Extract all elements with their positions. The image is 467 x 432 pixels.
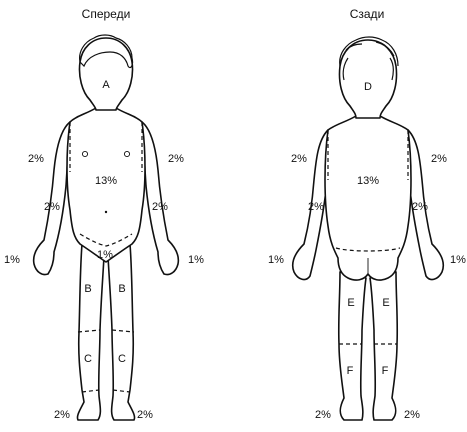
front-upper-arm-right-label: 2% [168, 153, 184, 165]
front-head [79, 38, 132, 110]
back-torso-label: 13% [357, 175, 379, 187]
back-right-leg [370, 272, 397, 420]
front-upper-arm-left-label: 2% [28, 153, 44, 165]
front-left-arm [34, 122, 70, 275]
front-navel [105, 211, 107, 213]
front-figure: Спереди A 13% 2% 2% 2% 2% 1% 1% [4, 7, 204, 421]
front-right-arm [142, 122, 178, 275]
back-forearm-left-label: 2% [308, 201, 324, 213]
front-leg-right-label: C [118, 353, 126, 365]
front-leg-left-label: C [84, 353, 92, 365]
back-thigh-left-label: E [347, 297, 354, 309]
front-foot-left-label: 2% [54, 409, 70, 421]
back-thigh-right-label: E [382, 297, 389, 309]
back-left-leg [339, 272, 366, 420]
back-figure: Сзади D 13% 2% 2% 2% 2% 1% 1% E E F F 2%… [268, 7, 466, 421]
back-hand-left-label: 1% [268, 254, 284, 266]
back-leg-left-label: F [347, 365, 354, 377]
back-foot-right-label: 2% [404, 409, 420, 421]
back-hand-right-label: 1% [450, 254, 466, 266]
back-forearm-right-label: 2% [412, 201, 428, 213]
front-hand-left-label: 1% [4, 254, 20, 266]
front-title: Спереди [82, 7, 131, 21]
front-genital-label: 1% [97, 249, 113, 261]
front-torso-label: 13% [95, 175, 117, 187]
back-head [339, 40, 396, 118]
front-head-label: A [102, 79, 110, 91]
back-foot-left-label: 2% [315, 409, 331, 421]
back-upper-arm-right-label: 2% [431, 153, 447, 165]
back-title: Сзади [350, 7, 385, 21]
front-thigh-right-label: B [118, 283, 125, 295]
front-hand-right-label: 1% [188, 254, 204, 266]
back-torso [325, 116, 411, 280]
front-forearm-right-label: 2% [152, 201, 168, 213]
back-leg-right-label: F [382, 365, 389, 377]
back-upper-arm-left-label: 2% [291, 153, 307, 165]
front-forearm-left-label: 2% [44, 201, 60, 213]
front-foot-right-label: 2% [137, 409, 153, 421]
front-right-leg [108, 244, 135, 420]
front-thigh-left-label: B [84, 283, 91, 295]
back-head-label: D [364, 81, 372, 93]
